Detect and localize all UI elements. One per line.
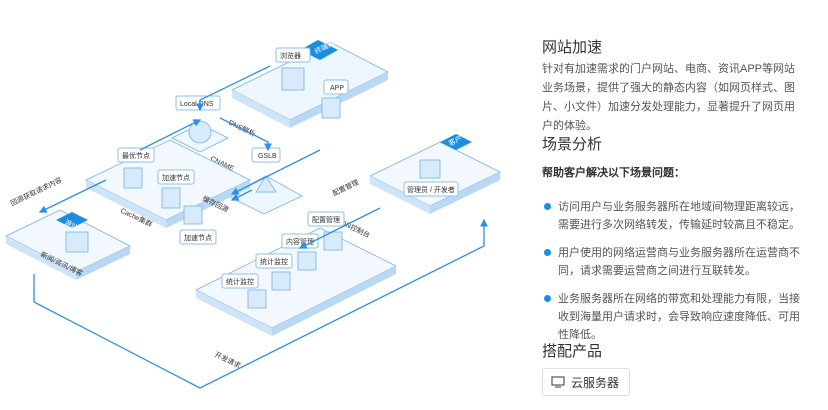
product-label: 云服务器 — [571, 375, 620, 390]
cache-cluster-platform: 最优节点 加速节点 缓存回源 加速节点 Cache集群 — [84, 139, 252, 245]
cloud-server-product-button[interactable]: 云服务器 — [542, 368, 631, 396]
app-tag — [323, 79, 349, 95]
accel-node-label-2: 加速节点 — [184, 233, 212, 242]
local-dns-label: Local DNS — [180, 101, 214, 108]
list-item: 访问用户与业务服务器所在地域间物理距离较远，需要进行多次网络转发，传输延时较高且… — [542, 198, 804, 234]
end-user-platform: 终端用户 浏览器 APP — [230, 35, 390, 128]
admin-icon — [419, 159, 441, 179]
customer-platform: 客户 管理员 / 开发者 — [368, 134, 502, 214]
dev-request-label: 开发请求 — [213, 350, 242, 370]
best-node-label: 最优节点 — [122, 151, 150, 160]
back-to-source-label: 回源获取请求内容 — [9, 175, 63, 208]
list-item: 业务服务器所在网络的带宽和处理能力有限，当接收到海量用户请求时，会导致响应速度降… — [542, 290, 804, 344]
scenario-panel: 网站加速 针对有加速需求的门户网站、电商、资讯APP等网站业务场景，提供了强大的… — [542, 0, 812, 410]
origin-tag — [56, 212, 88, 228]
related-products-title: 搭配产品 — [542, 343, 603, 360]
gslb-icon — [255, 175, 277, 193]
origin-server-icon — [65, 231, 89, 253]
browser-tag — [275, 47, 311, 63]
content-mgmt-label: 内容管理 — [286, 237, 314, 246]
browser-icon — [281, 67, 305, 91]
stats-monitor-label-2: 统计监控 — [226, 277, 254, 286]
config-mgmt-arrow-label: 配置管理 — [331, 177, 360, 197]
app-label: APP — [330, 85, 344, 92]
origin-platform: 源站 新闻/资讯/博客 — [4, 209, 132, 280]
stats-monitor-icon-2 — [247, 289, 267, 309]
accel-node-label-1: 加速节点 — [162, 173, 190, 182]
website-accel-description: 针对有加速需求的门户网站、电商、资讯APP等网站业务场景，提供了强大的静态内容（… — [542, 63, 796, 132]
website-accel-title: 网站加速 — [542, 39, 603, 56]
customer-tag — [440, 134, 472, 150]
cdn-console-platform: CDN控制台 配置管理 内容管理 统计监控 统计监控 — [194, 211, 398, 336]
monitor-icon — [551, 376, 565, 388]
mobile-app-icon — [321, 97, 341, 119]
browser-label: 浏览器 — [280, 51, 301, 60]
accel-node-icon-2 — [183, 205, 203, 225]
flow-lines — [33, 65, 488, 389]
cdn-architecture-diagram: 终端用户 浏览器 APP Local DNS DNS解析 CNAME GSLB … — [4, 35, 502, 389]
scenario-analysis-title: 场景分析 — [542, 136, 603, 153]
gslb-label: GSLB — [258, 153, 277, 160]
list-item: 用户使用的网络运营商与业务服务器所在运营商不同，请求需要运营商之间进行互联转发。 — [542, 244, 804, 280]
best-node-icon — [123, 167, 143, 189]
accel-node-icon-1 — [161, 187, 181, 209]
admin-label: 管理员 / 开发者 — [407, 185, 455, 194]
stats-monitor-icon-1 — [271, 271, 291, 291]
scenario-subtitle: 帮助客户解决以下场景问题： — [542, 167, 685, 179]
content-mgmt-icon — [297, 251, 317, 271]
user-region-tag — [300, 40, 338, 60]
problem-list: 访问用户与业务服务器所在地域间物理距离较远，需要进行多次网络转发，传输延时较高且… — [542, 198, 804, 354]
stats-monitor-label-1: 统计监控 — [260, 257, 288, 266]
dns-resolve-label: DNS解析 — [227, 118, 257, 139]
config-mgmt-box-label: 配置管理 — [312, 215, 340, 224]
